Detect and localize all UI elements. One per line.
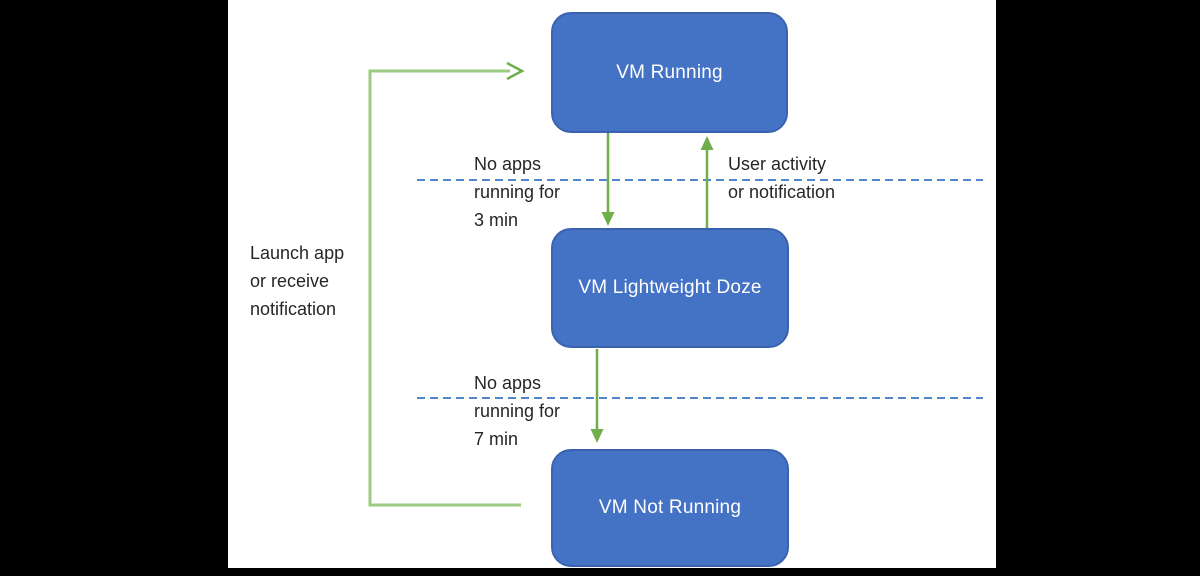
node-vm-not-running: VM Not Running bbox=[551, 449, 789, 567]
node-vm-lightweight-doze-label: VM Lightweight Doze bbox=[578, 277, 762, 298]
label-user-activity: User activity or notification bbox=[728, 154, 836, 202]
label-launch-app: Launch app or receive notification bbox=[250, 243, 345, 319]
label-no-apps-7-min: No apps running for 7 min bbox=[474, 373, 561, 449]
node-vm-not-running-label: VM Not Running bbox=[598, 497, 742, 518]
node-vm-lightweight-doze: VM Lightweight Doze bbox=[551, 228, 789, 348]
label-no-apps-3-min: No apps running for 3 min bbox=[474, 154, 561, 230]
node-vm-running: VM Running bbox=[551, 12, 788, 133]
node-vm-running-label: VM Running bbox=[616, 61, 723, 83]
